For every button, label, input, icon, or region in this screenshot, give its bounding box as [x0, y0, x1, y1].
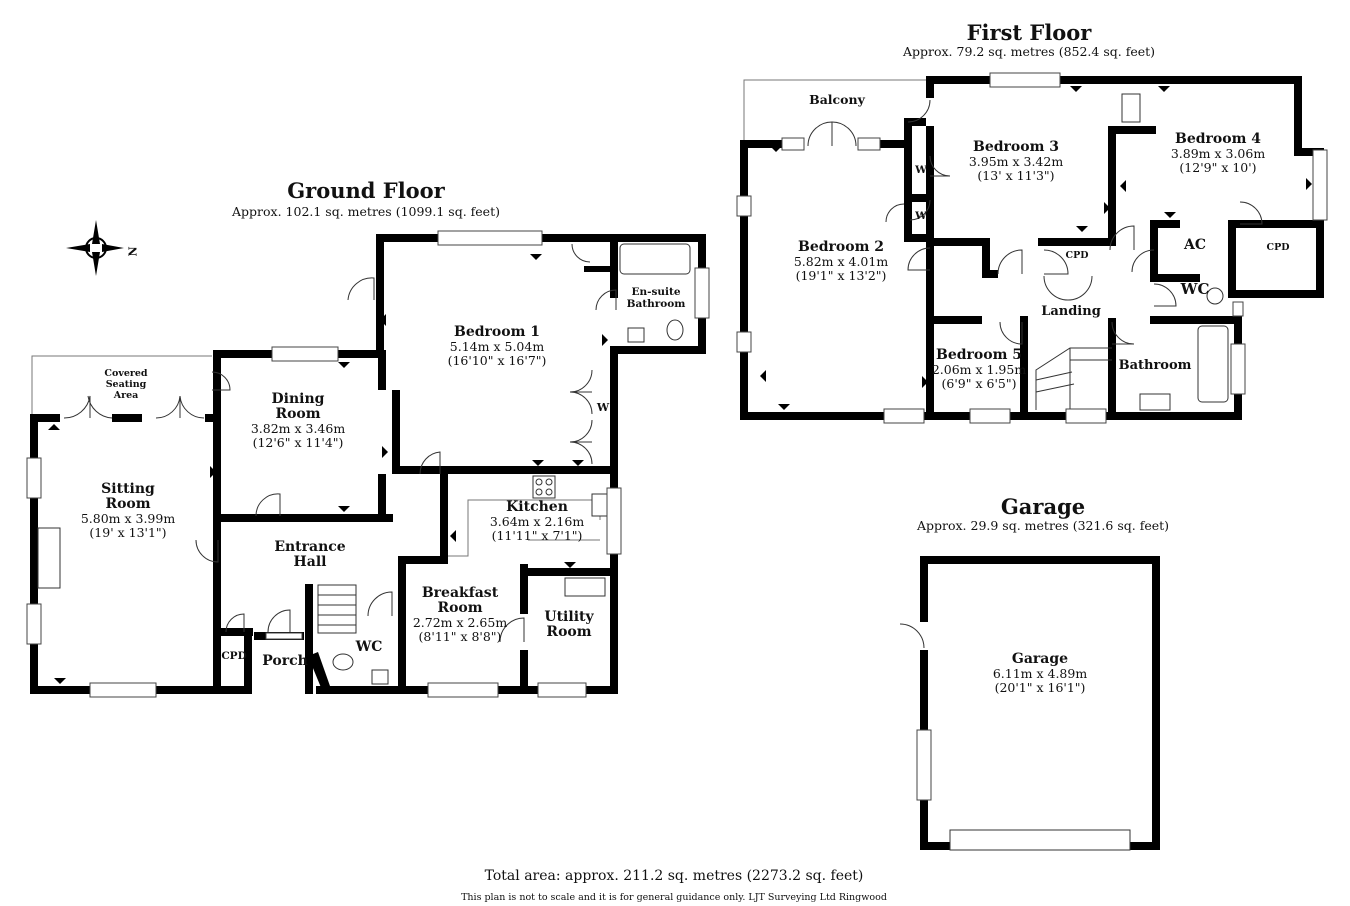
ground-floor-title: Ground Floor — [287, 178, 445, 203]
covered-seating-label: Covered Seating Area — [104, 368, 148, 401]
wardrobe-1-label: W — [915, 164, 927, 176]
first-floor-doors — [807, 99, 1263, 345]
first-floor-area: Approx. 79.2 sq. metres (852.4 sq. feet) — [902, 44, 1156, 59]
total-area: Total area: approx. 211.2 sq. metres (22… — [484, 868, 864, 884]
first-floor-title: First Floor — [966, 20, 1092, 45]
bedroom-4-label: Bedroom 4 3.89m x 3.06m (12'9" x 10') — [1170, 131, 1266, 175]
ground-floor-doors — [63, 243, 617, 643]
first-wc-label: WC — [1180, 280, 1210, 298]
garage-title: Garage — [1000, 494, 1086, 519]
ground-floor-area: Approx. 102.1 sq. metres (1099.1 sq. fee… — [232, 204, 500, 219]
compass-icon — [66, 220, 124, 276]
sitting-room-label: Sitting Room 5.80m x 3.99m (19' x 13'1") — [80, 481, 176, 540]
bedroom-1-label: Bedroom 1 5.14m x 5.04m (16'10" x 16'7") — [447, 324, 547, 368]
first-floor-walls — [736, 72, 1328, 424]
disclaimer: This plan is not to scale and it is for … — [461, 892, 887, 903]
wardrobe-label: W — [596, 401, 610, 414]
wardrobe-2-label: W — [915, 210, 927, 222]
landing-label: Landing — [1041, 304, 1101, 319]
breakfast-room-label: Breakfast Room 2.72m x 2.65m (8'11" x 8'… — [412, 585, 508, 644]
garage-label: Garage 6.11m x 4.89m (20'1" x 16'1") — [992, 651, 1088, 695]
ensuite-label: En-suite Bathroom — [626, 286, 686, 310]
radiator-markers — [48, 86, 1312, 684]
compass-label: N — [126, 246, 140, 257]
garage-area: Approx. 29.9 sq. metres (321.6 sq. feet) — [916, 518, 1170, 533]
ground-wc-label: WC — [355, 639, 383, 655]
bedroom-5-label: Bedroom 5 2.06m x 1.95m (6'9" x 6'5") — [931, 347, 1027, 391]
bedroom4-cpd-label: CPD — [1266, 242, 1290, 253]
bathroom-label: Bathroom — [1118, 358, 1192, 373]
balcony-label: Balcony — [809, 92, 865, 107]
utility-room-label: Utility Room — [544, 609, 594, 640]
bedroom-2-label: Bedroom 2 5.82m x 4.01m (19'1" x 13'2") — [793, 239, 889, 283]
ac-label: AC — [1183, 237, 1207, 253]
bedroom-3-label: Bedroom 3 3.95m x 3.42m (13' x 11'3") — [968, 139, 1064, 183]
ground-cpd-label: CPD — [221, 650, 247, 662]
ground-floor-walls — [26, 230, 710, 698]
landing-cpd-label: CPD — [1065, 250, 1089, 261]
garage-walls — [899, 556, 1160, 851]
entrance-hall-label: Entrance Hall — [274, 539, 346, 570]
kitchen-label: Kitchen 3.64m x 2.16m (11'11" x 7'1") — [489, 499, 585, 543]
dining-room-label: Dining Room 3.82m x 3.46m (12'6" x 11'4"… — [250, 391, 346, 450]
porch-label: Porch — [262, 653, 308, 669]
